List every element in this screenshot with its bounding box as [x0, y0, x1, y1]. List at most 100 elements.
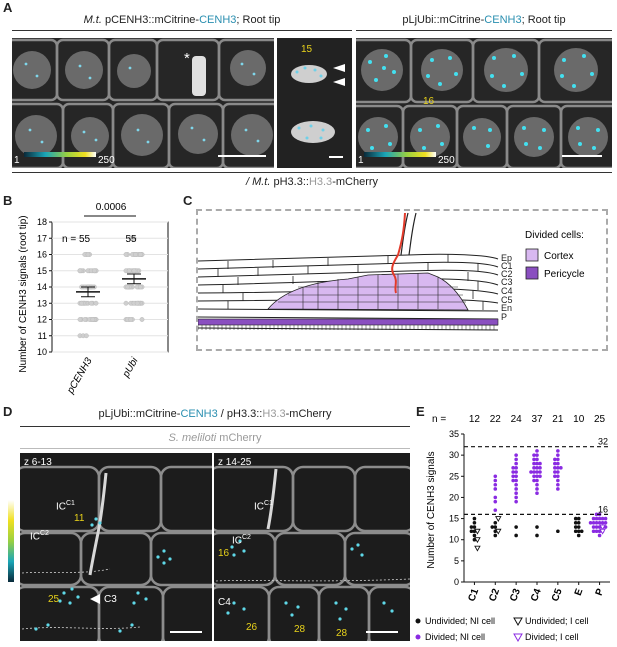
data-point-triangle: [474, 545, 481, 552]
data-point: [594, 529, 599, 534]
count-16: 16: [423, 96, 435, 107]
data-point: [553, 457, 557, 462]
data-point: [535, 461, 539, 466]
panel-a-bottom-title: / M.t. pH3.3::H3.3-mCherry: [245, 176, 379, 188]
panel-a-label: A: [3, 0, 13, 15]
data-point: [514, 470, 518, 474]
panel-c-label: C: [183, 193, 193, 208]
data-point: [128, 317, 134, 322]
data-point: [472, 521, 477, 525]
micrograph-a-right: [356, 38, 612, 168]
y-tick-label: 5: [454, 556, 459, 566]
n-count: 22: [490, 414, 502, 425]
c3-label: C3: [104, 594, 117, 605]
data-point: [493, 508, 498, 512]
count-16-d: 16: [218, 548, 230, 559]
data-point: [123, 300, 129, 306]
count-28a: 28: [294, 624, 306, 635]
data-point: [538, 461, 542, 466]
n-label: n = 55: [62, 234, 91, 245]
data-point: [594, 525, 599, 529]
micrograph-d-right-art: [214, 453, 410, 641]
data-point: [556, 478, 560, 483]
asterisk-marker: *: [184, 50, 190, 67]
data-point: [82, 317, 88, 322]
data-point: [603, 516, 608, 521]
scale-max: 250: [98, 155, 115, 166]
data-point: [493, 495, 498, 500]
micrograph-d-right: [214, 453, 410, 641]
y-tick-label: 20: [449, 492, 459, 502]
data-point: [77, 268, 83, 274]
legend-cortex: Cortex: [544, 251, 573, 262]
data-point: [123, 252, 129, 257]
z-range-right: z 14-25: [218, 457, 252, 468]
title-rule-right: [356, 30, 612, 31]
data-point: [553, 474, 557, 479]
data-point: [579, 529, 584, 534]
data-point: [576, 529, 581, 534]
y-tick-label: 10: [449, 535, 459, 545]
ic-c1-left: ICC1: [56, 500, 75, 513]
legend-marker: [513, 633, 523, 643]
n-count: 37: [531, 414, 543, 425]
data-point: [556, 470, 560, 474]
micrograph-d-left: [20, 453, 212, 641]
data-point: [514, 466, 518, 470]
pericycle-band: [198, 318, 499, 326]
arrowhead-icon: [333, 64, 345, 72]
data-point: [535, 470, 539, 474]
data-point: [93, 300, 99, 306]
data-point: [493, 478, 498, 483]
data-point-triangle: [599, 524, 606, 531]
data-point: [556, 461, 560, 466]
reference-label: 32: [598, 437, 608, 447]
data-point: [576, 516, 581, 521]
vertical-colorbar: [8, 500, 14, 582]
data-point: [493, 521, 498, 525]
data-point: [532, 474, 536, 479]
data-point: [576, 525, 581, 529]
scale-min-right: 1: [358, 155, 364, 166]
legend-marker: [415, 618, 421, 624]
data-point: [125, 284, 131, 290]
data-point: [469, 525, 474, 529]
x-tick-label: C2: [487, 587, 502, 603]
colorbar: [24, 152, 96, 157]
data-point: [591, 521, 596, 525]
infection-thread: [391, 212, 406, 294]
data-point: [493, 533, 498, 538]
data-point: [591, 529, 596, 534]
data-point: [556, 453, 560, 457]
data-point: [594, 521, 599, 525]
count-15: 15: [301, 44, 313, 55]
panel-b-label: B: [3, 193, 13, 208]
data-point: [511, 470, 515, 474]
layer-label: P: [501, 312, 507, 322]
diagram-c-frame: [196, 209, 608, 351]
micrograph-a-mid-art: [277, 38, 352, 168]
legend-label: Undivided; I cell: [525, 616, 589, 626]
data-point: [556, 474, 560, 479]
data-point: [556, 487, 560, 491]
n-count: 12: [469, 414, 481, 425]
x-tick-label: E: [573, 587, 586, 597]
data-point: [514, 482, 518, 487]
data-point: [134, 300, 140, 306]
x-tick-label: C3: [508, 587, 523, 603]
data-point: [576, 533, 581, 538]
data-point: [556, 449, 560, 453]
panel-d-title: pLjUbi::mCitrine-CENH3 / pH3.3::H3.3-mCh…: [98, 408, 332, 420]
data-point: [131, 235, 137, 241]
data-point: [535, 466, 539, 470]
legend-label: Undivided; NI cell: [425, 616, 495, 626]
data-point: [532, 457, 536, 462]
count-26: 26: [246, 622, 258, 633]
data-point: [469, 529, 474, 534]
scale-bar-small: [329, 156, 343, 158]
data-point: [511, 478, 515, 483]
n-count: 25: [594, 414, 606, 425]
y-tick-label: 10: [37, 347, 47, 357]
data-point: [535, 533, 539, 538]
